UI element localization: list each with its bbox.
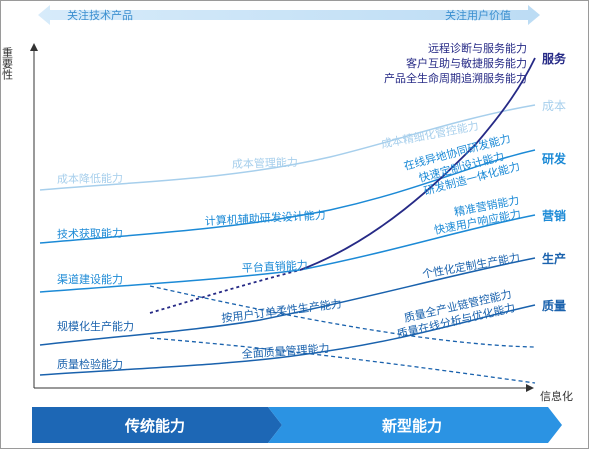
label-total-quality-management: 全面质量管理能力 — [241, 341, 330, 361]
category-cost: 成本 — [542, 99, 566, 113]
label-cost-reduction: 成本降低能力 — [57, 171, 123, 186]
rd-curve — [39, 149, 536, 244]
label-quality-inspection: 质量检验能力 — [57, 357, 123, 371]
bottom-bar-right-label: 新型能力 — [382, 417, 442, 435]
label-personalized-production: 个性化定制生产能力 — [421, 250, 521, 281]
top-double-arrow-banner — [38, 5, 540, 25]
category-rd: 研发 — [542, 151, 567, 166]
marketing-curve — [39, 214, 536, 293]
label-cad-design: 计算机辅助研发设计能力 — [204, 208, 326, 228]
declining-dashed-line-lower — [149, 337, 536, 384]
bottom-bar-traditional — [32, 407, 282, 443]
quality-curve — [39, 304, 536, 376]
service-dashed-segment — [149, 269, 301, 314]
label-mass-production: 规模化生产能力 — [57, 319, 134, 333]
cost-curve — [39, 104, 536, 191]
production-curve — [39, 257, 536, 346]
banner-right-label: 关注用户价值 — [445, 8, 511, 22]
banner-left-label: 关注技术产品 — [67, 8, 133, 22]
category-quality: 质量 — [542, 298, 566, 313]
category-marketing: 营销 — [542, 208, 566, 223]
category-service: 服务 — [542, 51, 567, 66]
label-order-flexible-production: 按用户订单柔性生产能力 — [221, 296, 343, 325]
label-tech-acquisition: 技术获取能力 — [57, 226, 123, 241]
x-axis-label: 信息化 — [540, 389, 573, 403]
label-lifecycle-traceability-service: 产品全生命周期追溯服务能力 — [384, 71, 527, 85]
bottom-bar-new — [268, 407, 562, 443]
service-curve — [299, 57, 536, 271]
category-production: 生产 — [542, 251, 566, 266]
label-cost-management: 成本管理能力 — [232, 155, 298, 171]
label-channel-building: 渠道建设能力 — [57, 272, 123, 286]
y-axis-label: 重要性 — [1, 46, 14, 81]
label-customer-interaction-service: 客户互助与敏捷服务能力 — [406, 56, 527, 70]
label-remote-diagnosis-service: 远程诊断与服务能力 — [428, 41, 527, 55]
bottom-bar-left-label: 传统能力 — [124, 417, 185, 435]
declining-dashed-line-upper — [149, 285, 536, 348]
label-platform-direct-sales: 平台直销能力 — [241, 258, 308, 275]
